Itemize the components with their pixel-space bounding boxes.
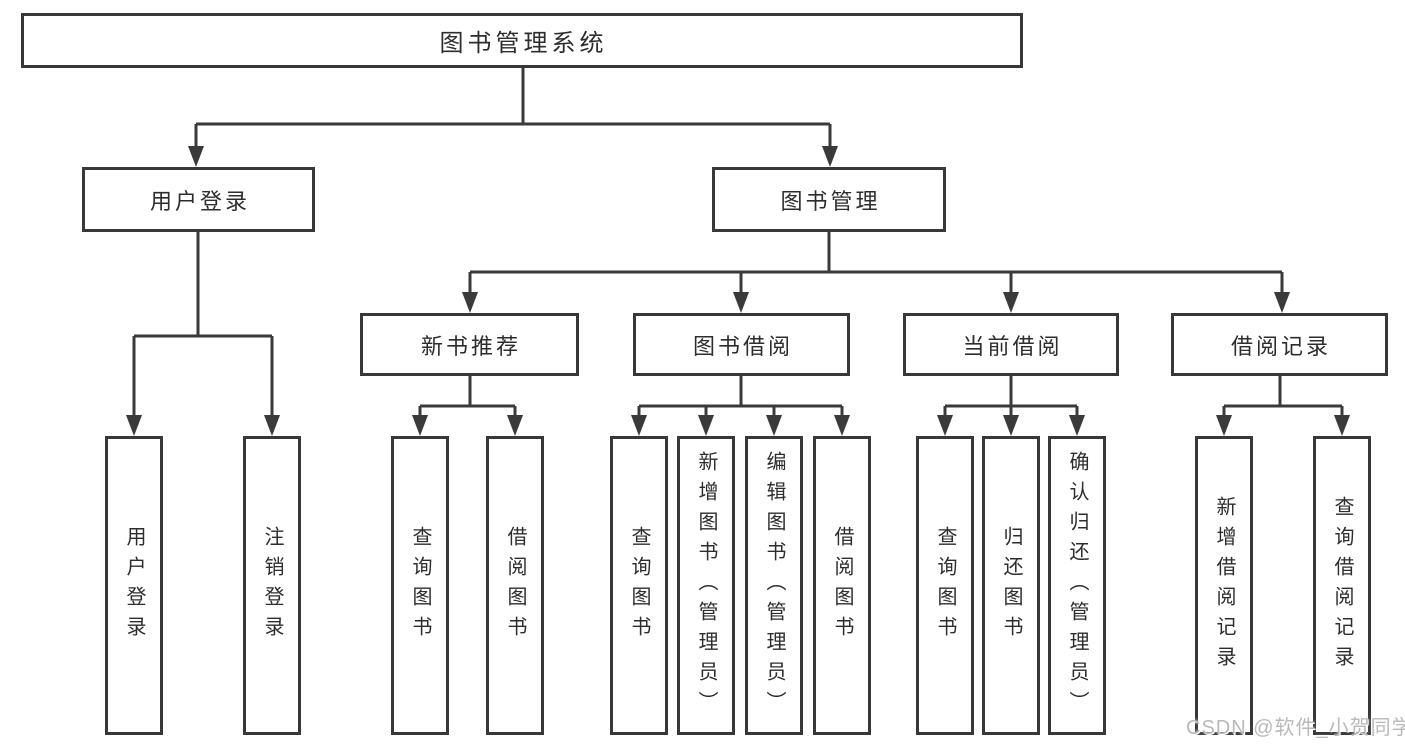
connector-new-book xyxy=(418,376,517,418)
connector-book-management xyxy=(468,232,1284,296)
leaf-user-login-label: 用户登录 xyxy=(123,525,145,646)
node-book-management: 图书管理 xyxy=(712,167,946,232)
connector-book-borrow xyxy=(637,376,844,418)
leaf-logout: 注销登录 xyxy=(243,436,301,735)
leaf-query-books-recommend: 查询图书 xyxy=(391,436,449,735)
node-new-book-recommend: 新书推荐 xyxy=(360,313,579,376)
leaf-query-books-current-label: 查询图书 xyxy=(934,525,956,646)
leaf-query-borrow-record: 查询借阅记录 xyxy=(1313,436,1371,735)
connector-root xyxy=(194,68,832,150)
leaf-borrow-books-label: 借阅图书 xyxy=(831,525,853,646)
node-library-system: 图书管理系统 xyxy=(21,13,1023,68)
node-book-borrow: 图书借阅 xyxy=(633,313,850,376)
node-user-login-label: 用户登录 xyxy=(149,188,250,214)
leaf-query-books-borrow: 查询图书 xyxy=(610,436,668,735)
leaf-confirm-return-admin-label: 确认归还（管理员） xyxy=(1066,450,1088,721)
node-borrow-records: 借阅记录 xyxy=(1171,313,1388,376)
leaf-add-book-admin: 新增图书（管理员） xyxy=(677,436,735,735)
leaf-add-borrow-record: 新增借阅记录 xyxy=(1195,436,1253,735)
leaf-user-login: 用户登录 xyxy=(105,436,163,735)
connector-current-borrow xyxy=(943,376,1079,418)
node-borrow-records-label: 借阅记录 xyxy=(1230,333,1331,359)
leaf-confirm-return-admin: 确认归还（管理员） xyxy=(1048,436,1106,735)
leaf-add-borrow-record-label: 新增借阅记录 xyxy=(1213,495,1235,676)
leaf-borrow-books-recommend: 借阅图书 xyxy=(486,436,544,735)
leaf-query-borrow-record-label: 查询借阅记录 xyxy=(1331,495,1353,676)
node-library-system-label: 图书管理系统 xyxy=(439,30,608,57)
connector-borrow-records xyxy=(1222,376,1344,418)
leaf-logout-label: 注销登录 xyxy=(261,525,283,646)
node-book-borrow-label: 图书借阅 xyxy=(692,333,793,359)
leaf-borrow-books-recommend-label: 借阅图书 xyxy=(504,525,526,646)
leaf-query-books-recommend-label: 查询图书 xyxy=(409,525,431,646)
leaf-return-book: 归还图书 xyxy=(982,436,1040,735)
arrowheads xyxy=(126,146,1350,436)
node-current-borrow-label: 当前借阅 xyxy=(962,333,1063,359)
leaf-borrow-books: 借阅图书 xyxy=(813,436,871,735)
node-user-login: 用户登录 xyxy=(82,167,315,232)
node-book-management-label: 图书管理 xyxy=(780,188,881,214)
leaf-query-books-current: 查询图书 xyxy=(916,436,974,735)
leaf-return-book-label: 归还图书 xyxy=(1000,525,1022,646)
leaf-edit-book-admin: 编辑图书（管理员） xyxy=(745,436,803,735)
node-current-borrow: 当前借阅 xyxy=(903,313,1119,376)
csdn-watermark: CSDN @软件_小贺同学 xyxy=(1186,717,1405,739)
connector-user-login xyxy=(132,232,274,418)
leaf-edit-book-admin-label: 编辑图书（管理员） xyxy=(763,450,785,721)
leaf-query-books-borrow-label: 查询图书 xyxy=(628,525,650,646)
node-new-book-recommend-label: 新书推荐 xyxy=(420,333,521,359)
leaf-add-book-admin-label: 新增图书（管理员） xyxy=(695,450,717,721)
